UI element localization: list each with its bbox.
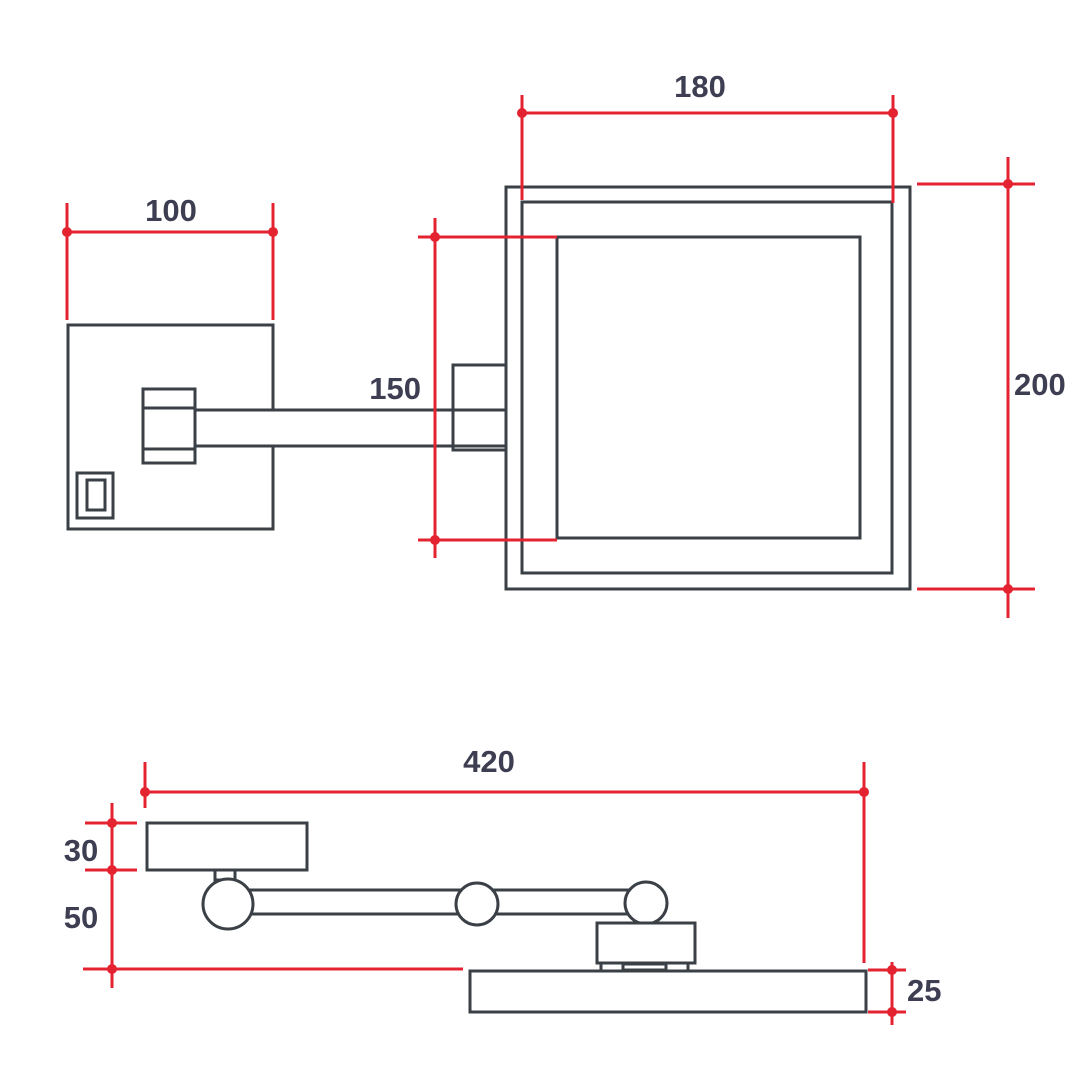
- swing-arm-front: [193, 408, 455, 448]
- dim-label-30: 30: [64, 833, 98, 868]
- dim-label-420: 420: [463, 744, 515, 779]
- dim-frame-height: 200: [917, 157, 1066, 618]
- top-view: 420 30 50 25: [64, 744, 941, 1025]
- dim-label-180: 180: [674, 69, 726, 104]
- power-switch-outer: [75, 471, 115, 520]
- swing-arm-top: [238, 888, 648, 916]
- mount-base-bar: [621, 962, 668, 972]
- dim-wall-plate-width: 100: [62, 193, 278, 320]
- dim-label-100: 100: [145, 193, 197, 228]
- dim-label-25: 25: [907, 973, 941, 1008]
- ball-joint-middle: [454, 881, 500, 927]
- dim-total-extension: 420: [140, 744, 869, 963]
- dim-depth-column: 30 50: [64, 803, 463, 988]
- wall-plate-top: [145, 821, 309, 872]
- dim-label-50: 50: [64, 900, 98, 935]
- mirror-glass: [555, 235, 862, 540]
- mirror-mount-block: [595, 921, 697, 965]
- ball-joint-mirror: [623, 880, 669, 926]
- dim-glass-height: 150: [369, 218, 557, 558]
- dim-label-150: 150: [369, 371, 421, 406]
- mirror-plate-top: [468, 969, 868, 1014]
- dim-mirror-thickness: 25: [868, 962, 941, 1025]
- dim-label-200: 200: [1014, 367, 1066, 402]
- power-switch-inner: [85, 478, 107, 512]
- mirror-joint-block: [451, 363, 508, 452]
- dim-frame-width: 180: [517, 69, 898, 203]
- ball-joint-wall: [201, 877, 255, 931]
- mirror-frame-mid: [520, 200, 894, 575]
- front-view: 100 180 150 200: [62, 69, 1066, 618]
- wall-joint-block: [141, 387, 197, 465]
- mirror-frame-outer: [504, 185, 912, 591]
